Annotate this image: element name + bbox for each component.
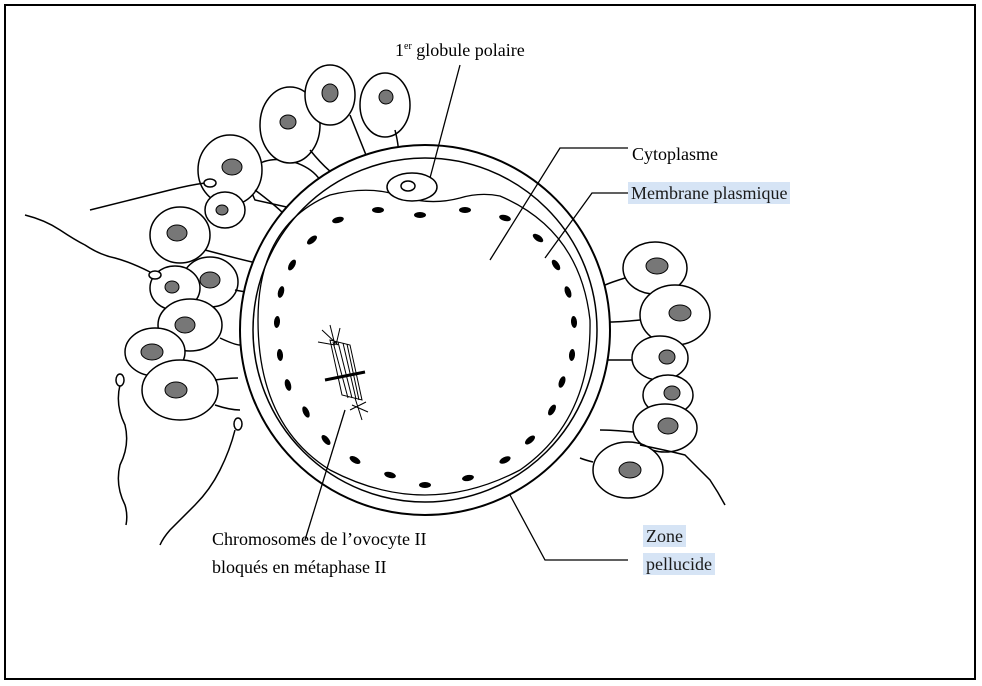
label-chromosomes-line1: Chromosomes de l’ovocyte II [212,529,427,549]
spermatozoa [24,178,726,546]
label-cytoplasm: Cytoplasme [632,144,718,164]
leader-zona [509,494,628,561]
first-polar-body [386,172,438,202]
zona-pellucida-outer [239,144,611,516]
label-polar-body: 1er globule polaire [395,36,525,61]
polar-body-text: globule polaire [416,40,525,60]
leader-membrane [544,192,628,259]
label-zona-line1: Zone [643,525,686,547]
label-chromosomes-line2: bloqués en métaphase II [212,557,387,577]
follicle-cell-nuclei [140,83,692,479]
plasma-membrane [257,189,591,496]
polar-body-superscript: er [404,41,412,52]
polar-body-nucleus [400,180,416,192]
cortical-granules [273,207,578,488]
polar-body-number: 1 [395,40,404,60]
leader-cytoplasm [489,147,628,261]
label-zona-line2: pellucide [643,553,715,575]
label-plasma-membrane: Membrane plasmique [628,182,791,204]
leader-chromosomes [304,409,346,541]
leader-polar-body [429,64,461,179]
leader-lines [304,64,628,561]
zona-pellucida-inner [252,157,598,503]
metaphase-spindle [317,324,369,421]
